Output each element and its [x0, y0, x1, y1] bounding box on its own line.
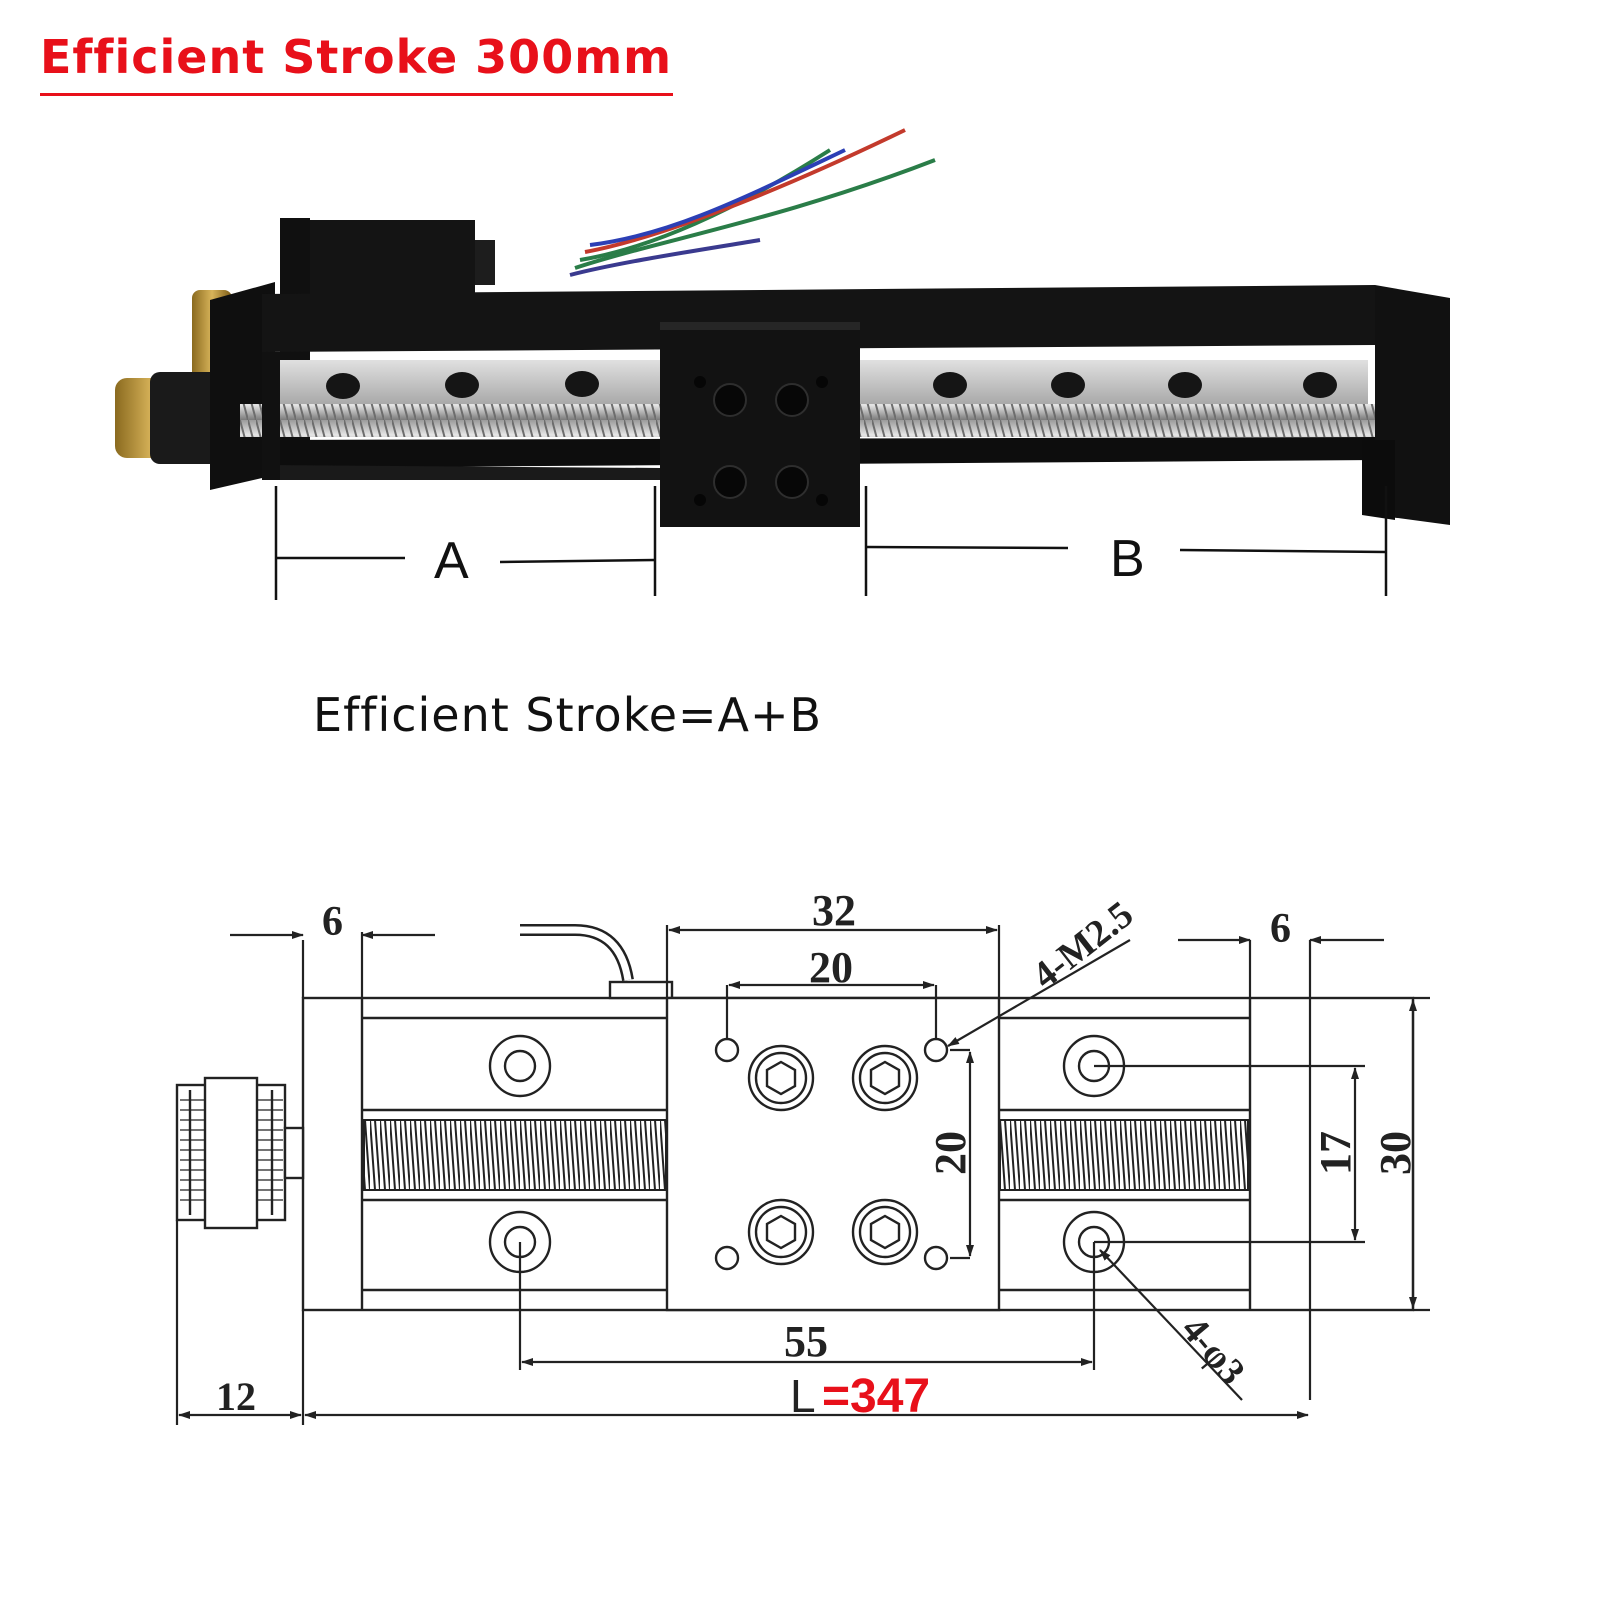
linear-module-photo [115, 128, 1450, 600]
dim-total-height: 30 [1371, 1131, 1420, 1175]
carriage-block [660, 322, 860, 527]
title-underline [40, 93, 673, 96]
length-prefix: L [790, 1370, 816, 1422]
pulley-drawing [175, 1076, 305, 1230]
dim-carriage-holes-vertical: 20 [926, 1131, 975, 1175]
lead-screw-left [363, 1119, 667, 1191]
pulley-teeth [180, 1099, 283, 1201]
stroke-formula: Efficient Stroke=A+B [313, 688, 823, 742]
dim-tapped-holes: 4-M2.5 [1025, 893, 1142, 997]
motor-wires [569, 128, 936, 277]
dim-carriage-width: 32 [812, 886, 856, 935]
dim-pulley: 12 [216, 1374, 256, 1419]
rail-bolt-holes [326, 371, 1337, 399]
left-end-plate [210, 282, 275, 490]
title-stroke: Efficient Stroke 300mm [40, 30, 673, 84]
stroke-dimension-lines [274, 486, 1388, 600]
label-a: A [434, 532, 469, 590]
stepper-motor [300, 220, 475, 295]
dimension-lines [175, 925, 1430, 1425]
length-value: =347 [822, 1370, 930, 1423]
motor-cable [520, 924, 634, 982]
frame-back-wall [262, 285, 1375, 352]
carriage-screws [713, 383, 809, 499]
carriage-screws-drawing [714, 1037, 949, 1271]
dim-rail-holes-spacing: 55 [784, 1317, 828, 1366]
dim-carriage-holes: 20 [809, 943, 853, 992]
lead-screw-right [999, 1119, 1249, 1191]
dim-left-plate: 6 [322, 899, 343, 945]
dim-rail-holes-vertical: 17 [1311, 1131, 1360, 1175]
dim-through-holes: 4-φ3 [1173, 1309, 1253, 1393]
label-b: B [1110, 530, 1145, 588]
dim-right-plate: 6 [1270, 906, 1291, 952]
